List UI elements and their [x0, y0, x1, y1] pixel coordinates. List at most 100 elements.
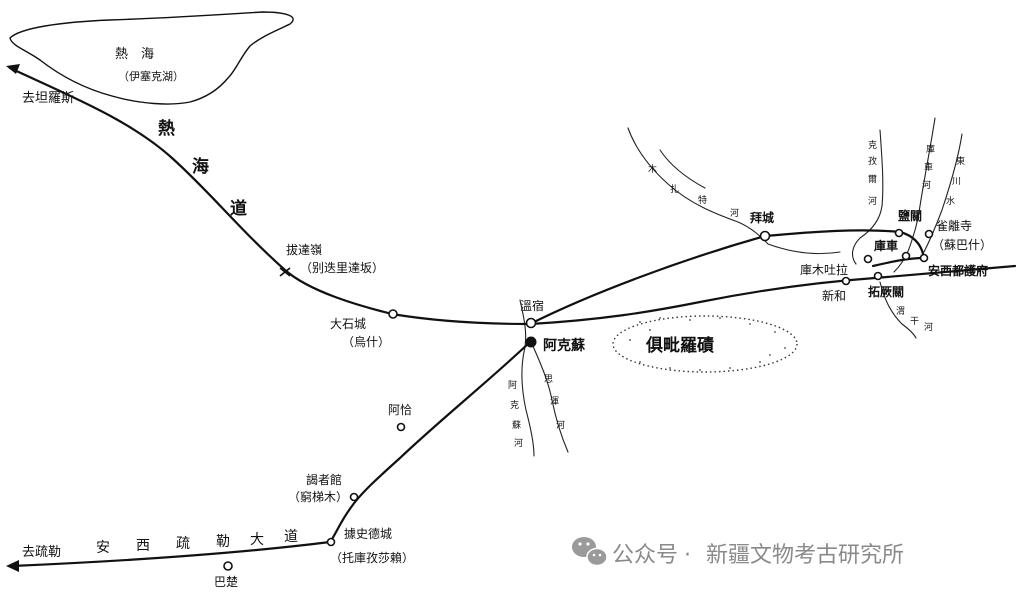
jushidecheng-marker [326, 537, 336, 547]
watermark-name: 新疆文物考古研究所 [706, 543, 904, 568]
anxi-road-char-4: 勒 [216, 534, 230, 550]
kumutula-label: 庫木吐拉 [800, 262, 848, 277]
anxi-road-char-6: 道 [284, 529, 298, 545]
north-branch-road [528, 229, 926, 326]
baicheng-label: 拜城 [750, 210, 774, 225]
watermark: 公众号 · 新疆文物考古研究所 [572, 537, 904, 568]
arrow-to-talas-icon [6, 64, 20, 74]
kuche-river-char-2: 車 [924, 161, 933, 173]
kezi-river [851, 129, 884, 265]
weigan-char-1: 渭 [896, 306, 905, 317]
weigan-char-2: 干 [910, 316, 919, 327]
kuche-junction-road [871, 256, 926, 268]
lake-outline [9, 11, 294, 105]
watermark-account: 公众号 [612, 543, 678, 568]
desert-stipple [629, 317, 786, 371]
bachu-marker [223, 561, 233, 571]
queli-temple-label: 雀離寺 [936, 219, 972, 233]
kumutula-marker [863, 254, 873, 264]
dongchuan-char-3: 水 [946, 195, 955, 207]
wensu-label: 溫宿 [520, 298, 544, 313]
akesu-river [519, 299, 535, 457]
xinhe-label: 新和 [822, 288, 846, 303]
kuche-river [893, 117, 936, 273]
akesu-river-char-3: 蘇 [512, 419, 521, 431]
desert-label: 俱毗羅磧 [645, 335, 715, 356]
muzhate-river [627, 127, 841, 255]
aqia-marker [396, 422, 406, 432]
dongchuan-char-2: 川 [952, 177, 961, 187]
wensu-marker [525, 317, 537, 329]
muzhate-char-2: 扎 [670, 183, 679, 195]
kezi-char-4: 河 [868, 195, 877, 207]
kezi-char-3: 爾 [868, 174, 877, 185]
rehai-road [8, 66, 532, 326]
anxi-road-char-2: 西 [136, 538, 150, 554]
dongchuan-river [923, 133, 963, 253]
kuche-label: 庫車 [874, 238, 898, 253]
pass-marker-icon [279, 267, 291, 277]
main-east-road [528, 264, 1017, 326]
jushidecheng-alt-label: （托庫孜莎賴） [330, 550, 414, 565]
aqia-label: 阿恰 [388, 402, 412, 417]
dongchuan-char-1: 東 [956, 155, 965, 167]
dashicheng-marker [388, 309, 398, 319]
wechat-icon [572, 537, 608, 567]
akesu-marker [525, 336, 537, 348]
muzhate-river-branch [659, 149, 706, 189]
akesu-river-char-2: 克 [510, 400, 519, 411]
to-talas-label: 去坦羅斯 [22, 91, 74, 106]
jushidecheng-label: 據史德城 [344, 526, 392, 541]
weigan-river [879, 281, 917, 339]
to-shule-label: 去疏勒 [22, 545, 61, 560]
rehai-road-char-3: 道 [230, 198, 247, 219]
anxi-road-char-1: 安 [96, 540, 110, 556]
anxi-marker [919, 253, 929, 263]
lake-alt-name: （伊塞克湖） [118, 69, 184, 83]
yanguan-marker [894, 228, 904, 238]
anxi-duhufu-label: 安西都護府 [928, 263, 988, 278]
yezheguan-label: 謁者館 [306, 472, 342, 487]
kuche-river-char-3: 河 [922, 179, 931, 191]
yezheguan-marker [349, 492, 359, 502]
akesu-river-char-1: 阿 [508, 380, 517, 391]
kuche-marker [901, 251, 911, 261]
queli-alt-label: （蘇巴什） [932, 238, 992, 252]
akesu-label: 阿克蘇 [543, 337, 586, 354]
anxi-road-char-3: 疏 [176, 536, 190, 552]
lake-name: 熱 海 [115, 47, 154, 62]
tuojueguan-label: 拓厥關 [868, 284, 904, 299]
badaling-alt-label: （别迭里達坂） [300, 261, 384, 275]
xinhe-marker [841, 276, 851, 286]
southwest-road [10, 340, 532, 568]
queli-marker [924, 229, 934, 239]
kuche-river-char-1: 庫 [926, 143, 935, 155]
baicheng-marker [759, 230, 771, 242]
sishiyang-char-3: 河 [556, 419, 565, 431]
rehai-road-char-1: 熱 [158, 118, 175, 139]
muzhate-char-3: 特 [698, 194, 707, 206]
desert-outline [612, 315, 798, 373]
kezi-char-2: 孜 [868, 155, 877, 167]
badaling-label: 拔達嶺 [286, 242, 322, 257]
yezheguan-alt-label: （窮梯木） [288, 489, 348, 504]
anxi-road-char-5: 大 [250, 532, 264, 548]
weigan-char-3: 河 [924, 321, 933, 333]
dashicheng-alt-label: （烏什） [342, 335, 390, 349]
sishiyang-char-1: 思 [544, 374, 553, 385]
rehai-road-char-2: 海 [192, 156, 209, 177]
watermark-dot: · [684, 543, 691, 568]
muzhate-char-4: 河 [730, 207, 739, 219]
muzhate-char-1: 木 [648, 163, 657, 175]
tuojueguan-marker [873, 271, 883, 281]
yanguan-label: 鹽關 [898, 208, 922, 223]
bachu-label: 巴楚 [214, 575, 238, 589]
kezi-char-1: 克 [868, 140, 877, 151]
arrow-to-shule-icon [6, 560, 19, 572]
sishiyang-char-2: 渾 [550, 396, 559, 407]
sishiyang-river [531, 343, 569, 453]
akesu-river-char-4: 河 [514, 437, 523, 449]
dashicheng-label: 大石城 [330, 317, 366, 331]
